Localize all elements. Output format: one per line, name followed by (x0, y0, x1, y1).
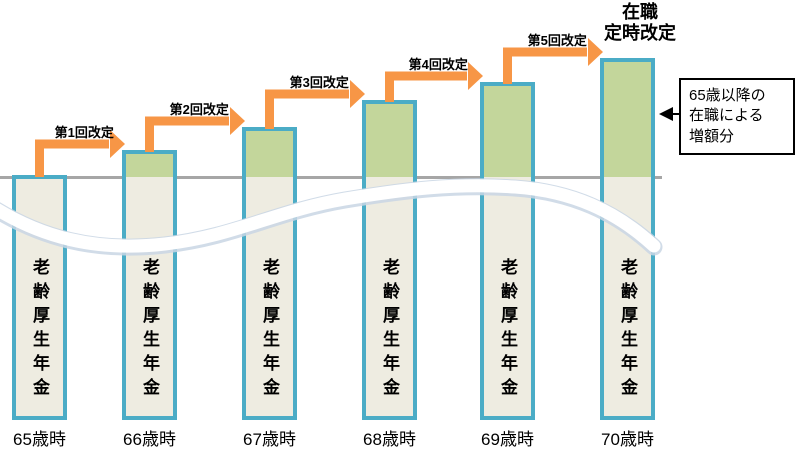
pension-bar-65歳時: 老齢厚生年金 (12, 175, 67, 420)
revision-arrow-label-3: 第3回改定 (289, 75, 349, 90)
callout-line2: 在職による (689, 107, 764, 125)
pension-bar-67歳時: 老齢厚生年金 (242, 127, 297, 420)
bar-vertical-label: 老齢厚生年金 (498, 258, 517, 402)
increase-segment (246, 131, 293, 177)
revision-arrow-label-5: 第5回改定 (527, 33, 587, 48)
revision-arrow-3 (265, 89, 349, 129)
increase-segment (604, 62, 651, 177)
pension-bar-66歳時: 老齢厚生年金 (122, 150, 177, 420)
callout-line3: 増額分 (689, 127, 735, 145)
callout-box: 65歳以降の 在職による 増額分 (679, 78, 795, 155)
bar-vertical-label: 老齢厚生年金 (618, 258, 637, 402)
baseline-65-level (0, 176, 662, 179)
increase-segment (484, 86, 531, 177)
age-label-70歳時: 70歳時 (601, 430, 654, 449)
callout-line1: 65歳以降の (689, 87, 766, 104)
bar-vertical-label: 老齢厚生年金 (260, 258, 279, 402)
increase-segment (126, 154, 173, 177)
revision-arrow-4 (385, 71, 467, 102)
age-label-67歳時: 67歳時 (243, 430, 296, 449)
age-label-65歳時: 65歳時 (13, 430, 66, 449)
age-label-69歳時: 69歳時 (481, 430, 534, 449)
bar-vertical-label: 老齢厚生年金 (140, 258, 159, 402)
revision-arrow-5 (503, 47, 587, 84)
pension-bar-69歳時: 老齢厚生年金 (480, 82, 535, 420)
figure-title: 在職 定時改定 (604, 2, 676, 43)
bar-vertical-label: 老齢厚生年金 (30, 258, 49, 402)
pension-bar-70歳時: 老齢厚生年金 (600, 58, 655, 420)
figure-title-line2: 定時改定 (604, 22, 676, 43)
break-wave-ribbon (0, 179, 661, 253)
revision-arrow-label-2: 第2回改定 (169, 102, 229, 117)
bar-vertical-label: 老齢厚生年金 (380, 258, 399, 402)
break-wave-shadow (0, 178, 663, 256)
revision-arrow-2 (145, 116, 229, 152)
revision-arrow-label-1: 第1回改定 (54, 125, 114, 140)
pension-bar-68歳時: 老齢厚生年金 (362, 100, 417, 420)
revision-arrow-1 (35, 139, 109, 177)
age-label-68歳時: 68歳時 (363, 430, 416, 449)
figure-title-line1: 在職 (622, 2, 658, 22)
increase-segment (366, 104, 413, 177)
revision-arrow-label-4: 第4回改定 (408, 57, 468, 72)
age-label-66歳時: 66歳時 (123, 430, 176, 449)
callout-arrow-icon (659, 107, 673, 121)
